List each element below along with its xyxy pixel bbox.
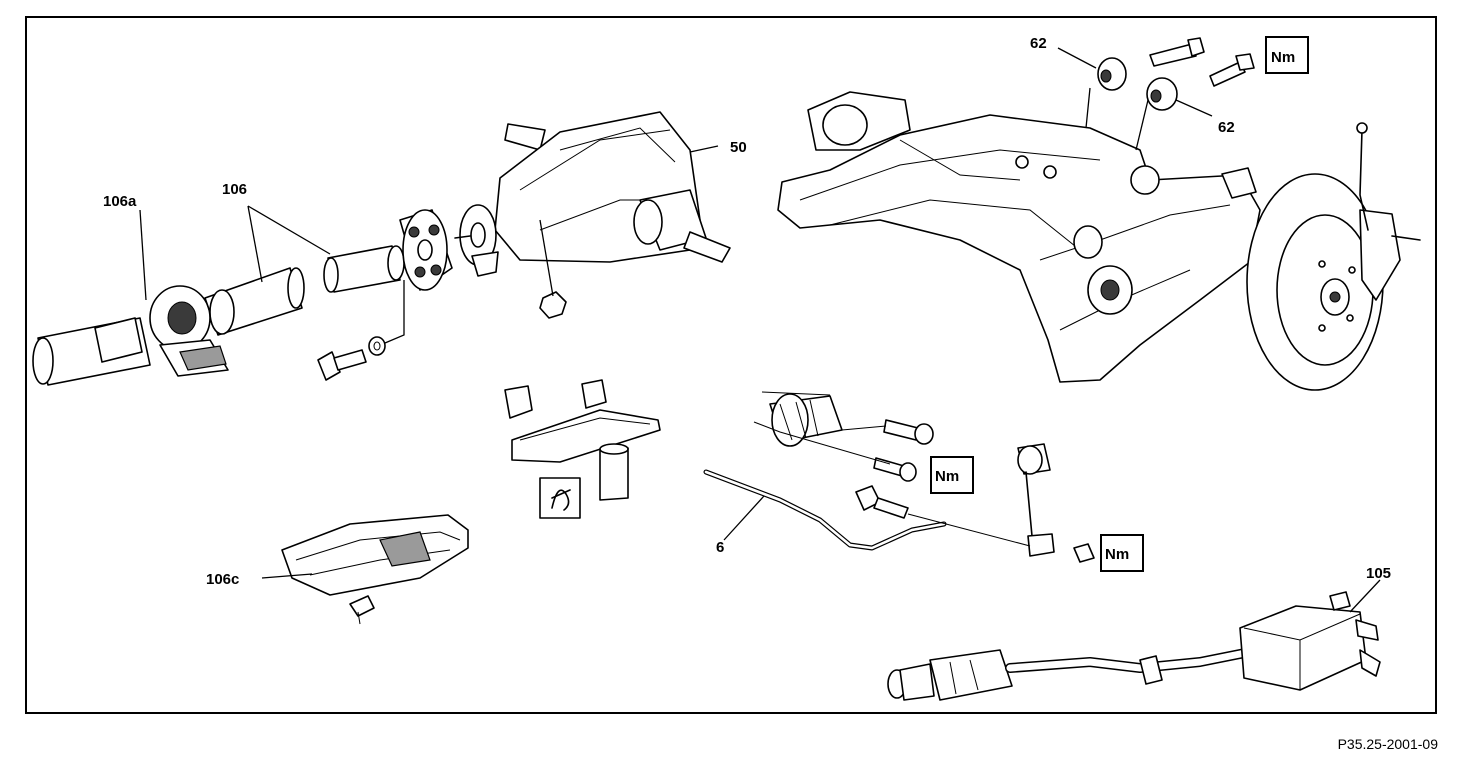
torque-badge-middle: [930, 456, 974, 494]
label-62-right: 62: [1218, 119, 1235, 136]
label-50: 50: [730, 139, 747, 156]
label-106c: 106c: [206, 571, 239, 588]
label-106: 106: [222, 181, 247, 198]
rear-axle-subframe: [777, 91, 1421, 391]
flexible-coupling: [317, 209, 453, 381]
label-62-top: 62: [1030, 35, 1047, 52]
torque-badge-bottom-text: Nm: [1105, 546, 1129, 563]
torque-badge-middle-text: Nm: [935, 468, 959, 485]
crossmember-bracket: [504, 379, 661, 519]
diagram-frame: [25, 16, 1437, 714]
axle-carrier-mounts: 62 62 Nm: [1030, 35, 1309, 151]
figure-code: P35.25-2001-09: [1337, 736, 1438, 752]
torque-badge-top: [1265, 36, 1309, 74]
rear-axle-differential: 50: [454, 111, 747, 319]
stabilizer-bar: 6 Nm Nm: [703, 391, 1144, 572]
heat-shield: 106c: [206, 514, 469, 625]
label-6: 6: [716, 539, 724, 556]
exhaust-system: 105: [887, 565, 1391, 701]
label-106a: 106a: [103, 193, 137, 210]
torque-badge-bottom: [1100, 534, 1144, 572]
label-105: 105: [1366, 565, 1391, 582]
self-locking-nut-symbol-icon: [551, 489, 571, 511]
propeller-shaft: 106a 106: [32, 181, 405, 386]
torque-badge-top-text: Nm: [1271, 49, 1295, 66]
